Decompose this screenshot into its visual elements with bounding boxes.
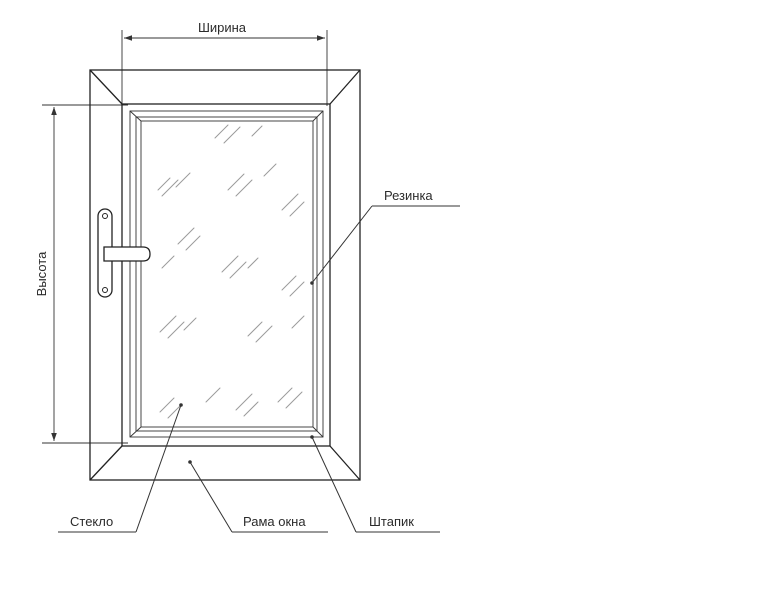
reflection-mark [159, 315, 177, 333]
reflection-mark [229, 261, 247, 279]
reflection-mark [177, 227, 195, 245]
glass-edge [140, 120, 314, 428]
frame-miter-bottom-left [89, 445, 123, 481]
bead-miter-bottom-right [312, 426, 324, 438]
frame-point [188, 460, 192, 464]
frame-outer-edge [89, 69, 361, 481]
reflection-mark [161, 255, 175, 269]
reflection-mark [281, 275, 297, 291]
reflection-mark [255, 325, 273, 343]
reflection-mark [235, 393, 253, 411]
reflection-mark [243, 401, 259, 417]
height-label: Высота [34, 251, 49, 296]
bead-miter-bottom-left [129, 426, 142, 438]
sash-outer-edge [121, 103, 331, 447]
width-dimension: Ширина [121, 20, 328, 106]
reflection-mark [247, 321, 263, 337]
gasket-point [310, 281, 314, 285]
frame-miter-bottom-right [329, 445, 361, 481]
bead-miter-top-right [312, 110, 324, 122]
reflection-mark [185, 235, 201, 251]
bead-leader [311, 436, 357, 533]
reflection-mark [285, 391, 303, 409]
width-label: Ширина [198, 20, 247, 35]
frame-miter-top-right [329, 69, 361, 105]
height-dimension: Высота [34, 104, 128, 444]
handle-screw-bottom [102, 287, 108, 293]
frame-leader [189, 461, 233, 533]
reflection-mark [289, 281, 305, 297]
reflection-mark [263, 163, 277, 177]
reflection-mark [167, 321, 185, 339]
reflection-mark [235, 179, 253, 197]
window-handle [97, 208, 151, 298]
window-frame [89, 69, 361, 481]
glass-label: Стекло [70, 514, 113, 529]
frame-label: Рама окна [243, 514, 306, 529]
handle-lever [103, 246, 151, 262]
bead-label: Штапик [369, 514, 414, 529]
reflection-mark [289, 201, 305, 217]
glass-leader [135, 404, 182, 533]
reflection-mark [251, 125, 263, 137]
reflection-mark [291, 315, 305, 329]
reflection-mark [159, 397, 175, 413]
reflection-mark [175, 172, 191, 188]
reflection-mark [247, 257, 259, 269]
reflection-mark [221, 255, 239, 273]
reflection-mark [157, 177, 171, 191]
reflection-mark [277, 387, 293, 403]
glazing-bead-edge [135, 116, 318, 432]
handle-screw-top [102, 213, 108, 219]
sash-inner-edge [129, 110, 324, 438]
gasket-callout: Резинка [310, 188, 460, 285]
gasket-label: Резинка [384, 188, 433, 203]
reflection-mark [183, 317, 197, 331]
bead-callout: Штапик [310, 435, 440, 533]
reflection-mark [214, 124, 229, 139]
reflection-mark [205, 387, 221, 403]
bead-miter-top-left [129, 110, 142, 122]
reflection-mark [161, 179, 179, 197]
reflection-mark [167, 403, 183, 419]
reflection-mark [223, 126, 241, 144]
glass-reflections [157, 124, 305, 419]
frame-callout: Рама окна [188, 460, 328, 533]
bead-point [310, 435, 314, 439]
reflection-mark [281, 193, 299, 211]
glass-callout: Стекло [58, 403, 183, 533]
glass-point [179, 403, 183, 407]
frame-miter-top-left [89, 69, 123, 105]
reflection-mark [227, 173, 245, 191]
gasket-leader [311, 205, 373, 284]
